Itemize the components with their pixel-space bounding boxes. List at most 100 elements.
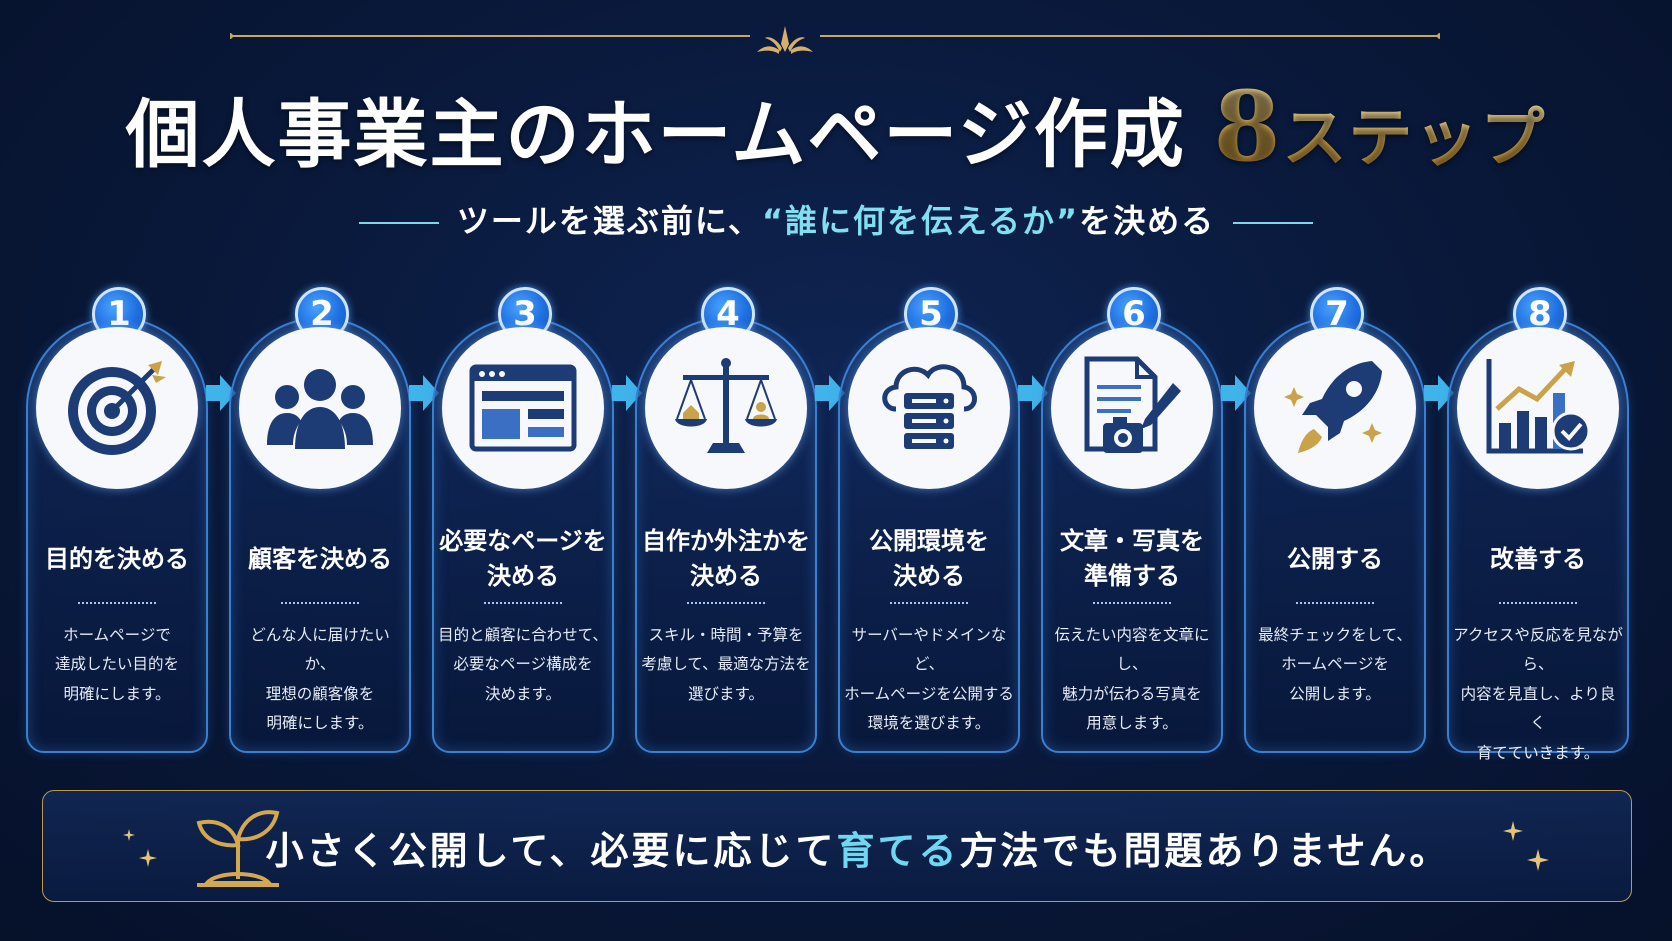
step-title-text: 公開する (1287, 544, 1383, 573)
sparkle-icon (1527, 849, 1549, 871)
desc-line: スキル・時間・予算を (648, 626, 804, 644)
desc-line: 公開します。 (1289, 684, 1381, 703)
document-camera-icon (1084, 356, 1181, 453)
sparkle-icon (123, 829, 135, 841)
step-card-7: 7 公開する 最終チェックをして、 ホームページを 公開します。 (1244, 287, 1426, 753)
divider-dots (1296, 602, 1374, 604)
step-title: 目的を決める (28, 519, 206, 599)
flow-arrow-icon (1018, 375, 1048, 411)
step-title-text: 文章・写真を準備する (1060, 524, 1204, 594)
desc-line: 考慮して、最適な方法を (641, 655, 811, 674)
step-card-3: 3 必要なページを決める 目的と顧客に合わせて、 必要なページ構成を 決めます。 (432, 287, 614, 753)
sparkle-icon (1503, 821, 1523, 841)
step-icon-circle (1457, 327, 1619, 489)
target-icon (68, 361, 166, 455)
step-icon-circle (1051, 327, 1213, 489)
desc-line: 決めます。 (485, 684, 561, 703)
step-title-line: 決める (487, 562, 559, 590)
step-card-6: 6 文章・写真を準備する 伝えたい内容を文章にし、 魅力が伝わる写真を 用意しま… (1041, 287, 1223, 753)
step-card-1: 1 目的を決める ホームページで 達成したい目的を 明確にします。 (26, 287, 208, 753)
title-main: 個人事業主のホームページ作成 (125, 92, 1186, 178)
bottom-message: 小さく公開して、必要に応じて育てる方法でも問題ありません。 (43, 791, 1633, 903)
step-description: 最終チェックをして、 ホームページを 公開します。 (1250, 621, 1420, 709)
step-icon-circle (645, 327, 807, 489)
sprout-icon (196, 810, 280, 887)
step-title-line: 公開環境を (869, 527, 989, 556)
desc-line: 目的と顧客に合わせて、 (438, 626, 608, 644)
step-title-text: 自作か外注かを決める (642, 524, 810, 594)
desc-line: 選びます。 (688, 684, 764, 703)
desc-line: 明確にします。 (266, 714, 374, 733)
divider-dots (890, 602, 968, 604)
title-suffix: ステップ (1282, 101, 1547, 176)
step-title: 自作か外注かを決める (637, 519, 815, 599)
bottom-after: 方法でも問題ありません。 (959, 828, 1451, 873)
flow-arrow-icon (1221, 375, 1251, 411)
subtitle-line-left (358, 222, 439, 224)
steps-flow: 1 目的を決める ホームページで 達成したい目的を 明確にします。 2 (26, 285, 1646, 762)
desc-line: ホームページを (1281, 655, 1389, 674)
step-title-text: 必要なページを決める (439, 524, 607, 594)
step-card-4: 4 自作か外注かを決める スキル・時間・予算を 考慮して、最適な方 (635, 287, 817, 753)
flow-arrow-icon (1424, 375, 1454, 411)
bottom-highlight: 育てる (836, 828, 960, 873)
desc-line: 理想の顧客像を (265, 684, 375, 703)
step-title-text: 改善する (1490, 544, 1586, 573)
sparkle-icon (139, 849, 157, 867)
desc-line: 育てていきます。 (1476, 743, 1600, 762)
flow-arrow-icon (612, 375, 642, 411)
step-icon-circle (36, 327, 198, 489)
desc-line: 最終チェックをして、 (1258, 626, 1412, 644)
step-title-text: 顧客を決める (248, 544, 392, 573)
step-description: サーバーやドメインなど、 ホームページを公開する 環境を選びます。 (844, 621, 1014, 739)
desc-line: 用意します。 (1086, 714, 1178, 733)
divider-dots (1499, 602, 1577, 604)
desc-line: 伝えたい内容を文章にし、 (1054, 626, 1210, 674)
divider-dots (687, 602, 765, 604)
desc-line: アクセスや反応を見ながら、 (1453, 626, 1623, 674)
divider-dots (281, 602, 359, 604)
step-title-line: 決める (893, 562, 965, 590)
top-ornament (230, 26, 1440, 54)
step-title-line: 決める (690, 562, 762, 590)
flow-arrow-icon (815, 375, 845, 411)
desc-line: 内容を見直し、より良く (1460, 684, 1616, 733)
desc-line: ホームページを公開する (844, 684, 1014, 703)
growth-chart-icon (1486, 359, 1591, 454)
step-icon-circle (239, 327, 401, 489)
cloud-server-icon (882, 364, 977, 449)
divider-dots (484, 602, 562, 604)
subtitle-highlight: “誰に何を伝えるか” (761, 202, 1080, 240)
step-title-line: 必要なページを (439, 527, 607, 556)
desc-line: どんな人に届けたいか、 (250, 626, 390, 674)
subtitle-after: を決める (1079, 202, 1216, 240)
desc-line: 環境を選びます。 (867, 714, 991, 733)
step-title-line: 準備する (1084, 562, 1180, 590)
step-title: 公開する (1246, 519, 1424, 599)
desc-line: 必要なページ構成を (453, 655, 593, 674)
webpage-layout-icon (469, 364, 577, 452)
step-card-2: 2 顧客を決める どんな人に届けたいか、 理想の顧客像を 明確にします。 (229, 287, 411, 753)
rocket-icon (1284, 361, 1382, 453)
step-icon-circle (1254, 327, 1416, 489)
step-title-line: 文章・写真を (1060, 527, 1204, 556)
divider-dots (1093, 602, 1171, 604)
step-title: 改善する (1449, 519, 1627, 599)
people-icon (267, 369, 373, 449)
step-icon-circle (442, 327, 604, 489)
subtitle: ツールを選ぶ前に、“誰に何を伝えるか”を決める (0, 196, 1672, 242)
step-description: 伝えたい内容を文章にし、 魅力が伝わる写真を 用意します。 (1047, 621, 1217, 739)
step-description: 目的と顧客に合わせて、 必要なページ構成を 決めます。 (438, 621, 608, 709)
desc-line: 明確にします。 (63, 684, 171, 703)
subtitle-before: ツールを選ぶ前に、 (456, 202, 762, 240)
step-description: どんな人に届けたいか、 理想の顧客像を 明確にします。 (235, 621, 405, 739)
desc-line: 魅力が伝わる写真を (1062, 684, 1202, 703)
step-card-5: 5 公開環境を決める サーバーやドメインなど、 ホームページを公開する 環境を選… (838, 287, 1020, 753)
bottom-message-box: 小さく公開して、必要に応じて育てる方法でも問題ありません。 (42, 790, 1632, 902)
flow-arrow-icon (206, 375, 236, 411)
step-description: アクセスや反応を見ながら、 内容を見直し、より良く 育てていきます。 (1453, 621, 1623, 768)
step-title: 顧客を決める (231, 519, 409, 599)
step-title-text: 公開環境を決める (869, 524, 989, 594)
step-title: 必要なページを決める (434, 519, 612, 599)
step-description: ホームページで 達成したい目的を 明確にします。 (32, 621, 202, 709)
